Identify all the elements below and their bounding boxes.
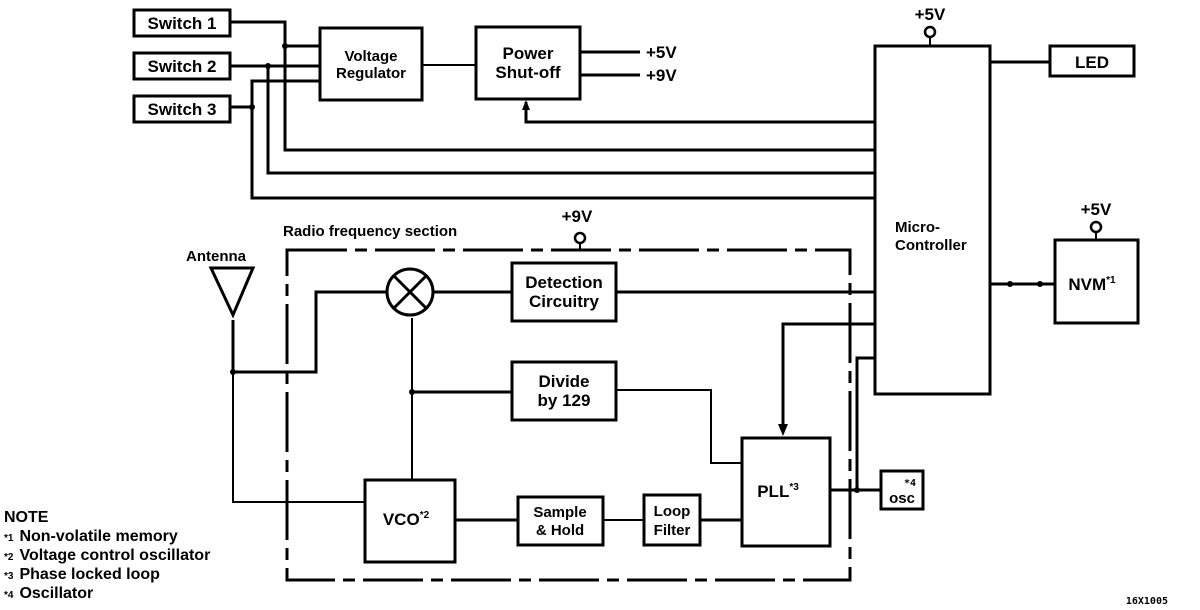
wire-osc-mcu: [855, 356, 875, 490]
microcontroller-label-1: Micro-: [895, 219, 940, 236]
wire-divide-pll: [616, 389, 742, 464]
sample-hold-block: Sample & Hold: [516, 495, 605, 547]
wire-mcu-shutoff: [524, 102, 875, 124]
switch-1-label: Switch 1: [148, 14, 217, 33]
voltage-regulator-block: Voltage Regulator: [318, 26, 424, 102]
detection-label-1: Detection: [525, 273, 602, 292]
switch-3-block: Switch 3: [132, 94, 232, 124]
loop-filter-block: Loop Filter: [642, 493, 702, 547]
wire-switch2-mcu: [266, 66, 875, 175]
nvm-block: NVM*1: [1053, 238, 1140, 325]
mixer-icon: [385, 267, 435, 317]
switch-1-block: Switch 1: [132, 8, 232, 38]
loop-filter-label-2: Filter: [654, 522, 691, 539]
osc-label: osc: [889, 490, 915, 507]
voltage-regulator-label-1: Voltage: [344, 48, 397, 65]
voltage-regulator-label-2: Regulator: [336, 65, 406, 82]
switch-2-label: Switch 2: [148, 57, 217, 76]
antenna-label: Antenna: [186, 248, 247, 265]
divide-label-2: by 129: [538, 391, 591, 410]
rf-section-boundary: [285, 248, 852, 582]
figure-reference: 16X1005: [1126, 596, 1168, 607]
rf-supply-label: +9V: [562, 207, 593, 226]
rf-section-label: Radio frequency section: [283, 223, 457, 240]
wire-switch1-mcu: [230, 20, 875, 152]
mcu-supply-label: +5V: [915, 5, 946, 24]
wire-antenna-mixer: [231, 290, 387, 374]
led-label: LED: [1075, 53, 1109, 72]
microcontroller-block: Micro- Controller: [873, 44, 992, 396]
nvm-label: NVM*1: [1068, 275, 1116, 294]
output-5v-label: +5V: [646, 43, 677, 62]
sample-hold-label-1: Sample: [533, 504, 586, 521]
nvm-supply-terminal-icon: [1089, 220, 1103, 234]
wire-mcu-pll: [781, 322, 875, 428]
switch-3-label: Switch 3: [148, 100, 217, 119]
notes-title: NOTE: [4, 509, 49, 526]
power-shutoff-label-1: Power: [502, 44, 553, 63]
loop-filter-label-1: Loop: [654, 503, 691, 520]
pll-label: PLL*3: [757, 482, 799, 501]
rf-supply-terminal-icon: [573, 231, 587, 245]
microcontroller-label-2: Controller: [895, 237, 967, 254]
pll-block: PLL*3: [740, 436, 832, 548]
wire-antenna-vco: [232, 372, 365, 503]
wire-switch3-vr: [230, 79, 320, 109]
power-shutoff-block: Power Shut-off: [474, 25, 582, 101]
mcu-supply-terminal-icon: [923, 25, 937, 39]
divide-label-1: Divide: [538, 372, 589, 391]
osc-block: *4 osc: [879, 469, 925, 511]
power-shutoff-label-2: Shut-off: [495, 63, 560, 82]
wires: [230, 20, 1097, 522]
wire-switch3-mcu: [250, 107, 875, 200]
vco-block: VCO*2: [363, 478, 457, 564]
detection-label-2: Circuitry: [529, 292, 599, 311]
sample-hold-label-2: & Hold: [536, 522, 584, 539]
arrow-pll: [778, 424, 788, 436]
vco-label: VCO*2: [383, 510, 430, 529]
output-9v-label: +9V: [646, 66, 677, 85]
led-block: LED: [1048, 44, 1136, 78]
antenna-icon: [208, 266, 256, 319]
arrow-shutoff: [522, 100, 530, 110]
osc-note-ref: *4: [904, 478, 916, 489]
detection-circuitry-block: Detection Circuitry: [510, 261, 618, 323]
divide-by-129-block: Divide by 129: [510, 360, 618, 422]
switch-2-block: Switch 2: [132, 51, 232, 81]
nvm-supply-label: +5V: [1081, 200, 1112, 219]
